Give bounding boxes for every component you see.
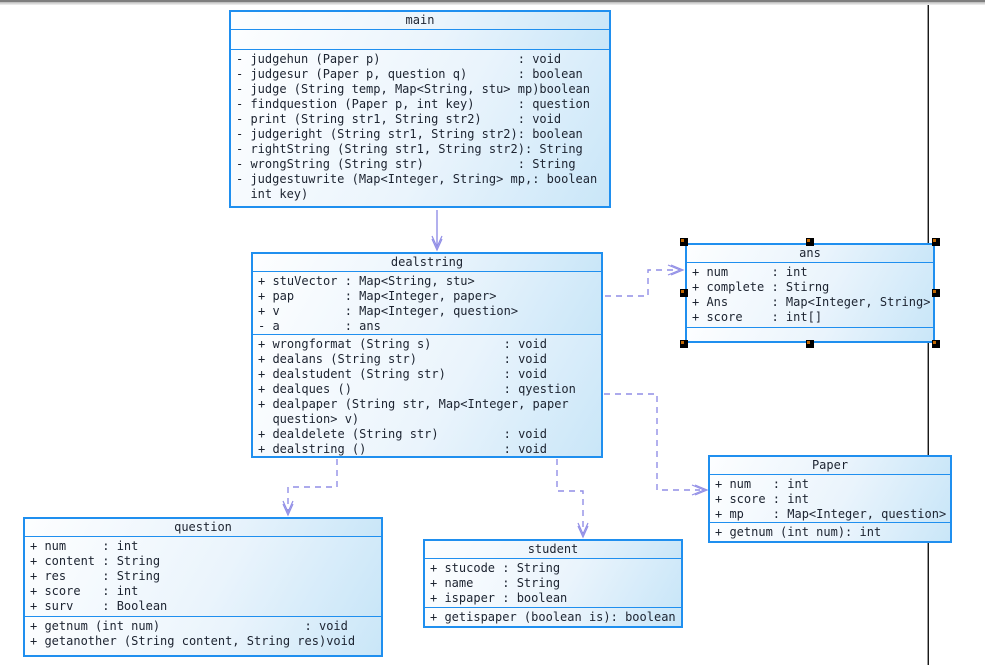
class-methods: + getnum (int num): int — [710, 521, 950, 541]
member-row[interactable]: + num : int — [30, 539, 139, 553]
member-row[interactable]: + score : int[] — [692, 310, 823, 324]
selection-handle-nw[interactable] — [680, 238, 688, 246]
edge-main-to-dealstring-arrowhead — [431, 238, 443, 252]
member-row[interactable]: + dealans (String str) : void — [258, 352, 547, 367]
edge-dealstring-to-student[interactable] — [556, 459, 584, 533]
member-row[interactable]: + surv : Boolean — [30, 599, 168, 613]
class-box-question[interactable]: question + num : int+ content : String+ … — [23, 517, 383, 657]
member-row[interactable]: + num : int — [692, 265, 808, 279]
member-row[interactable]: + getnum (int num): int — [715, 524, 882, 539]
member-row[interactable]: - judgeright (String str1, String str2):… — [236, 127, 583, 141]
class-methods: + getnum (int num) : void+ getanother (S… — [25, 616, 381, 655]
edge-dealstring-to-question[interactable] — [287, 459, 338, 511]
member-row[interactable]: + dealques () : qyestion — [258, 382, 576, 397]
class-methods: - judgehun (Paper p) : void- judgesur (P… — [231, 49, 609, 206]
member-row[interactable]: + res : String — [30, 569, 161, 583]
member-row[interactable]: + getanother (String content, String res… — [30, 634, 356, 648]
class-methods: + wrongformat (String s) : void+ dealans… — [253, 334, 601, 456]
member-row[interactable]: + pap : Map<Integer, paper> — [258, 289, 497, 303]
selection-handle-sw[interactable] — [680, 340, 688, 348]
member-row[interactable]: - rightString (String str1, String str2)… — [236, 142, 583, 156]
member-row[interactable]: + dealstring () : void — [258, 442, 547, 456]
edge-dealstring-to-ans-arrowhead — [670, 264, 685, 276]
edge-dealstring-to-student-arrowhead — [577, 522, 589, 536]
class-title: Paper — [710, 457, 950, 474]
class-box-ans[interactable]: ans + num : int+ complete : Stirng+ Ans … — [680, 238, 940, 348]
class-attributes: + num : int+ content : String+ res : Str… — [25, 536, 381, 616]
member-row[interactable]: - findquestion (Paper p, int key) : ques… — [236, 97, 591, 111]
edge-dealstring-to-question-arrowhead — [282, 500, 294, 514]
class-title: question — [25, 519, 381, 536]
member-row[interactable]: + score : int — [715, 492, 809, 506]
member-row[interactable]: question> v) — [258, 412, 360, 427]
member-row[interactable]: + complete : Stirng — [692, 280, 830, 294]
member-row[interactable]: - wrongString (String str) : String — [236, 157, 576, 171]
member-row[interactable]: + stucode : String — [430, 561, 561, 575]
member-row[interactable]: + dealdelete (String str) : void — [258, 427, 547, 442]
edge-dealstring-to-paper[interactable] — [604, 393, 700, 491]
member-row[interactable]: + ispaper : boolean — [430, 591, 568, 605]
class-title: ans — [687, 245, 933, 262]
member-row[interactable]: + name : String — [430, 576, 561, 590]
member-row[interactable]: - judge (String temp, Map<String, stu> m… — [236, 82, 591, 96]
selection-handle-s[interactable] — [806, 340, 814, 348]
member-row[interactable]: + score : int — [30, 584, 139, 598]
member-row[interactable]: - a : ans — [258, 319, 381, 333]
member-row[interactable]: + Ans : Map<Integer, String> — [692, 295, 931, 309]
selection-handle-se[interactable] — [932, 340, 940, 348]
class-attributes — [231, 29, 609, 49]
window-top-bar — [0, 0, 985, 5]
edge-dealstring-to-paper-arrowhead — [694, 484, 709, 496]
selection-handle-ne[interactable] — [932, 238, 940, 246]
member-row[interactable]: + content : String — [30, 554, 161, 568]
class-title: main — [231, 12, 609, 29]
edge-dealstring-to-ans-arrowhead — [667, 264, 682, 276]
edge-main-to-dealstring-arrowhead — [431, 235, 443, 249]
selection-handle-n[interactable] — [806, 238, 814, 246]
class-methods — [687, 327, 933, 341]
edge-dealstring-to-question-arrowhead — [282, 503, 294, 517]
edge-dealstring-to-ans[interactable] — [605, 269, 676, 297]
edge-dealstring-to-paper-arrowhead — [691, 484, 706, 496]
member-row[interactable]: + getispaper (boolean is): boolean — [430, 609, 676, 624]
class-box-student[interactable]: student + stucode : String+ name : Strin… — [423, 539, 683, 628]
class-box-main[interactable]: main - judgehun (Paper p) : void- judges… — [229, 10, 611, 208]
member-row[interactable]: + v : Map<Integer, question> — [258, 304, 519, 318]
class-methods: + getispaper (boolean is): boolean — [425, 606, 681, 626]
member-row[interactable]: + wrongformat (String s) : void — [258, 337, 547, 352]
class-title: student — [425, 541, 681, 558]
selection-handle-e[interactable] — [932, 289, 940, 297]
member-row[interactable]: - print (String str1, String str2) : voi… — [236, 112, 562, 126]
member-row[interactable]: + mp : Map<Integer, question> — [715, 507, 947, 521]
member-row[interactable]: - judgesur (Paper p, question q) : boole… — [236, 67, 583, 81]
class-box-paper[interactable]: Paper + num : int+ score : int+ mp : Map… — [708, 455, 952, 543]
member-row[interactable]: - judgestuwrite (Map<Integer, String> mp… — [236, 172, 598, 186]
member-row[interactable]: - judgehun (Paper p) : void — [236, 52, 562, 66]
class-title: dealstring — [253, 254, 601, 271]
member-row[interactable]: + getnum (int num) : void — [30, 619, 348, 633]
class-attributes: + stucode : String+ name : String+ ispap… — [425, 558, 681, 607]
member-row[interactable]: + num : int — [715, 477, 809, 491]
member-row[interactable]: int key) — [236, 187, 309, 201]
class-attributes: + num : int+ score : int+ mp : Map<Integ… — [710, 474, 950, 522]
selection-handle-w[interactable] — [680, 289, 688, 297]
class-attributes: + num : int+ complete : Stirng+ Ans : Ma… — [687, 262, 933, 327]
member-row[interactable]: + dealstudent (String str) : void — [258, 367, 547, 382]
member-row[interactable]: + stuVector : Map<String, stu> — [258, 274, 475, 288]
member-row[interactable]: + dealpaper (String str, Map<Integer, pa… — [258, 397, 569, 412]
class-box-dealstring[interactable]: dealstring + stuVector : Map<String, stu… — [251, 252, 603, 458]
class-attributes: + stuVector : Map<String, stu>+ pap : Ma… — [253, 271, 601, 335]
edge-dealstring-to-student-arrowhead — [577, 525, 589, 539]
